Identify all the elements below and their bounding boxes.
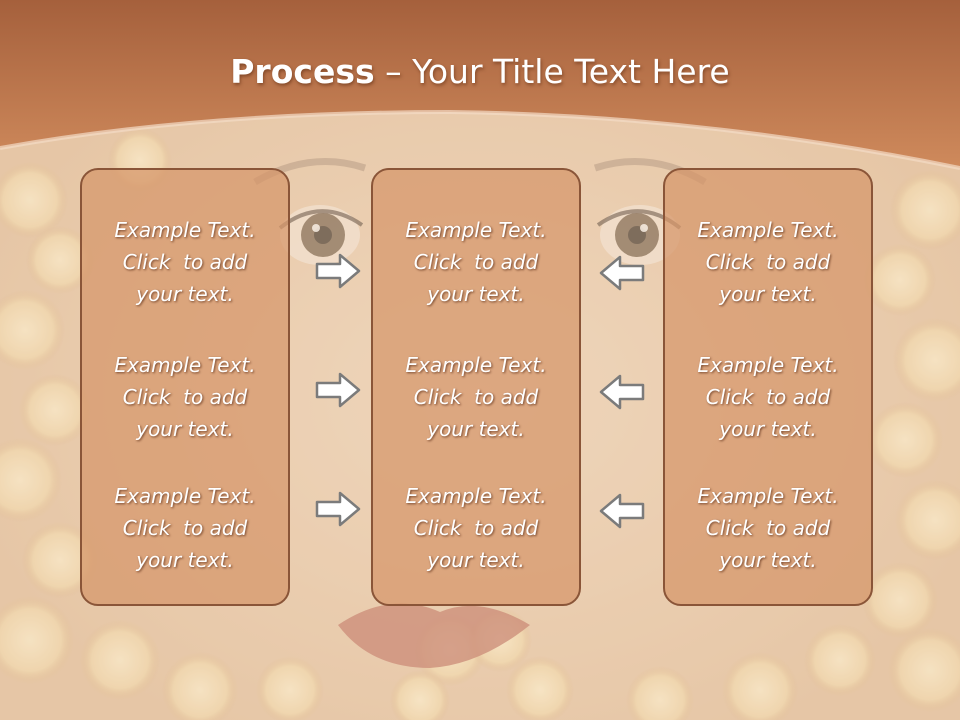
right-arrow-icon [315,253,361,289]
popcorn-left [0,128,324,720]
left-arrow-icon [599,493,645,529]
title-bold: Process [230,52,375,91]
right-arrow-icon [315,491,361,527]
text-placeholder[interactable]: Example Text. Click to add your text. [114,484,256,572]
title-rest: – Your Title Text Here [374,52,730,91]
text-placeholder[interactable]: Example Text. Click to add your text. [405,484,547,572]
process-box-left[interactable]: Example Text. Click to add your text. Ex… [80,168,290,606]
eye-right [596,205,682,265]
process-box-middle[interactable]: Example Text. Click to add your text. Ex… [371,168,581,606]
slide-title: Process – Your Title Text Here [0,52,960,91]
right-arrow-icon [315,372,361,408]
lips [338,603,530,668]
text-placeholder[interactable]: Example Text. Click to add your text. [697,484,839,572]
text-placeholder[interactable]: Example Text. Click to add your text. [405,353,547,441]
text-placeholder[interactable]: Example Text. Click to add your text. [697,353,839,441]
process-box-right[interactable]: Example Text. Click to add your text. Ex… [663,168,873,606]
left-arrow-icon [599,255,645,291]
popcorn-right [626,170,960,720]
text-placeholder[interactable]: Example Text. Click to add your text. [405,218,547,306]
text-placeholder[interactable]: Example Text. Click to add your text. [697,218,839,306]
left-arrow-icon [599,374,645,410]
text-placeholder[interactable]: Example Text. Click to add your text. [114,353,256,441]
text-placeholder[interactable]: Example Text. Click to add your text. [114,218,256,306]
